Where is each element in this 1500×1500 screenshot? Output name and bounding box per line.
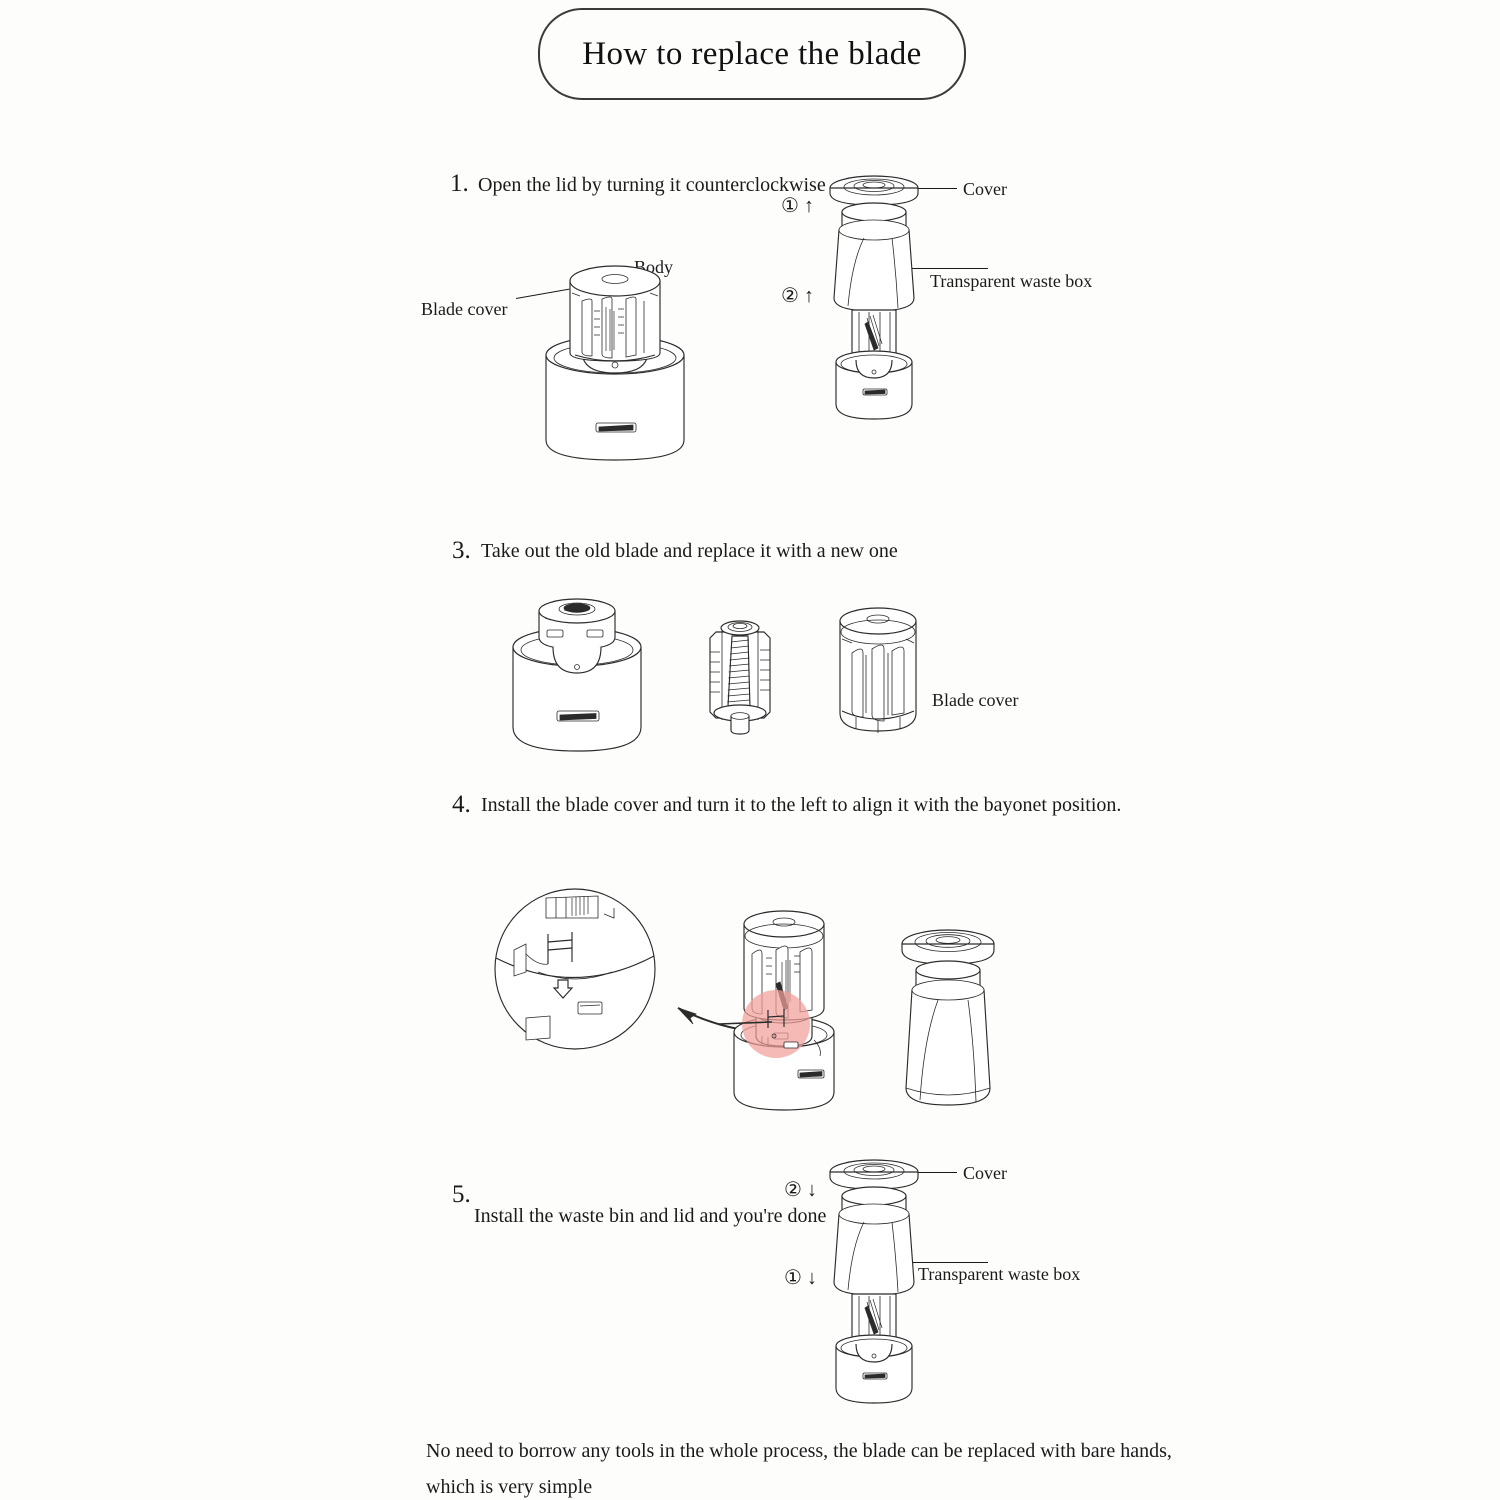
step-1-seq-1: ①↑ (781, 193, 819, 218)
leader-line-cover-2 (895, 1172, 957, 1173)
leader-line-waste-box (888, 268, 988, 269)
arrow-up-icon: ↑ (803, 195, 819, 217)
step-1-number: 1. (450, 170, 469, 197)
arrow-down-icon: ↓ (806, 1267, 822, 1289)
illustration-assembly-reinstall (812, 1156, 937, 1408)
illustration-waste-box-with-cover (890, 920, 1005, 1120)
page-title: How to replace the blade (582, 35, 922, 72)
label-blade-cover-2: Blade cover (932, 690, 1019, 710)
arrow-up-icon: ↑ (803, 285, 819, 307)
arrow-down-icon: ↓ (806, 1179, 822, 1201)
label-cover-2: Cover (963, 1163, 1007, 1183)
circled-two-marker: ② (784, 1179, 807, 1201)
step-5-number: 5. (452, 1181, 471, 1208)
leader-line-cover (895, 188, 957, 189)
footer-line-1: No need to borrow any tools in the whole… (426, 1440, 1172, 1462)
illustration-assembly-exploded-up (812, 172, 937, 424)
illustration-body-with-blade-cover (520, 255, 710, 470)
label-transparent-waste-box: Transparent waste box (930, 271, 1093, 291)
step-4-text: Install the blade cover and turn it to t… (481, 794, 1122, 816)
step-5-seq-1: ②↓ (784, 1177, 822, 1202)
step-1-text: Open the lid by turning it counterclockw… (478, 174, 826, 196)
illustration-detail-inset (490, 888, 660, 1050)
circled-two-marker: ② (781, 285, 804, 307)
label-blade-cover-1: Blade cover (421, 299, 508, 319)
leader-line-waste-box-2 (886, 1262, 988, 1263)
step-3-number: 3. (452, 537, 471, 564)
illustration-blade (700, 608, 780, 738)
circled-one-marker: ① (781, 195, 804, 217)
illustration-base-unit (495, 585, 660, 760)
circled-one-marker: ① (784, 1267, 807, 1289)
step-4-number: 4. (452, 791, 471, 818)
illustration-blade-cover (828, 595, 928, 740)
step-5-text: Install the waste bin and lid and you're… (474, 1205, 827, 1227)
step-1-seq-2: ②↑ (781, 283, 819, 308)
label-cover: Cover (963, 179, 1007, 199)
label-transparent-waste-box-2: Transparent waste box (918, 1264, 1081, 1284)
illustration-install-blade-cover (722, 896, 847, 1128)
title-badge: How to replace the blade (538, 8, 966, 100)
step-3-text: Take out the old blade and replace it wi… (481, 540, 898, 562)
step-5-seq-2: ①↓ (784, 1265, 822, 1290)
footer-line-2: which is very simple (426, 1476, 593, 1498)
